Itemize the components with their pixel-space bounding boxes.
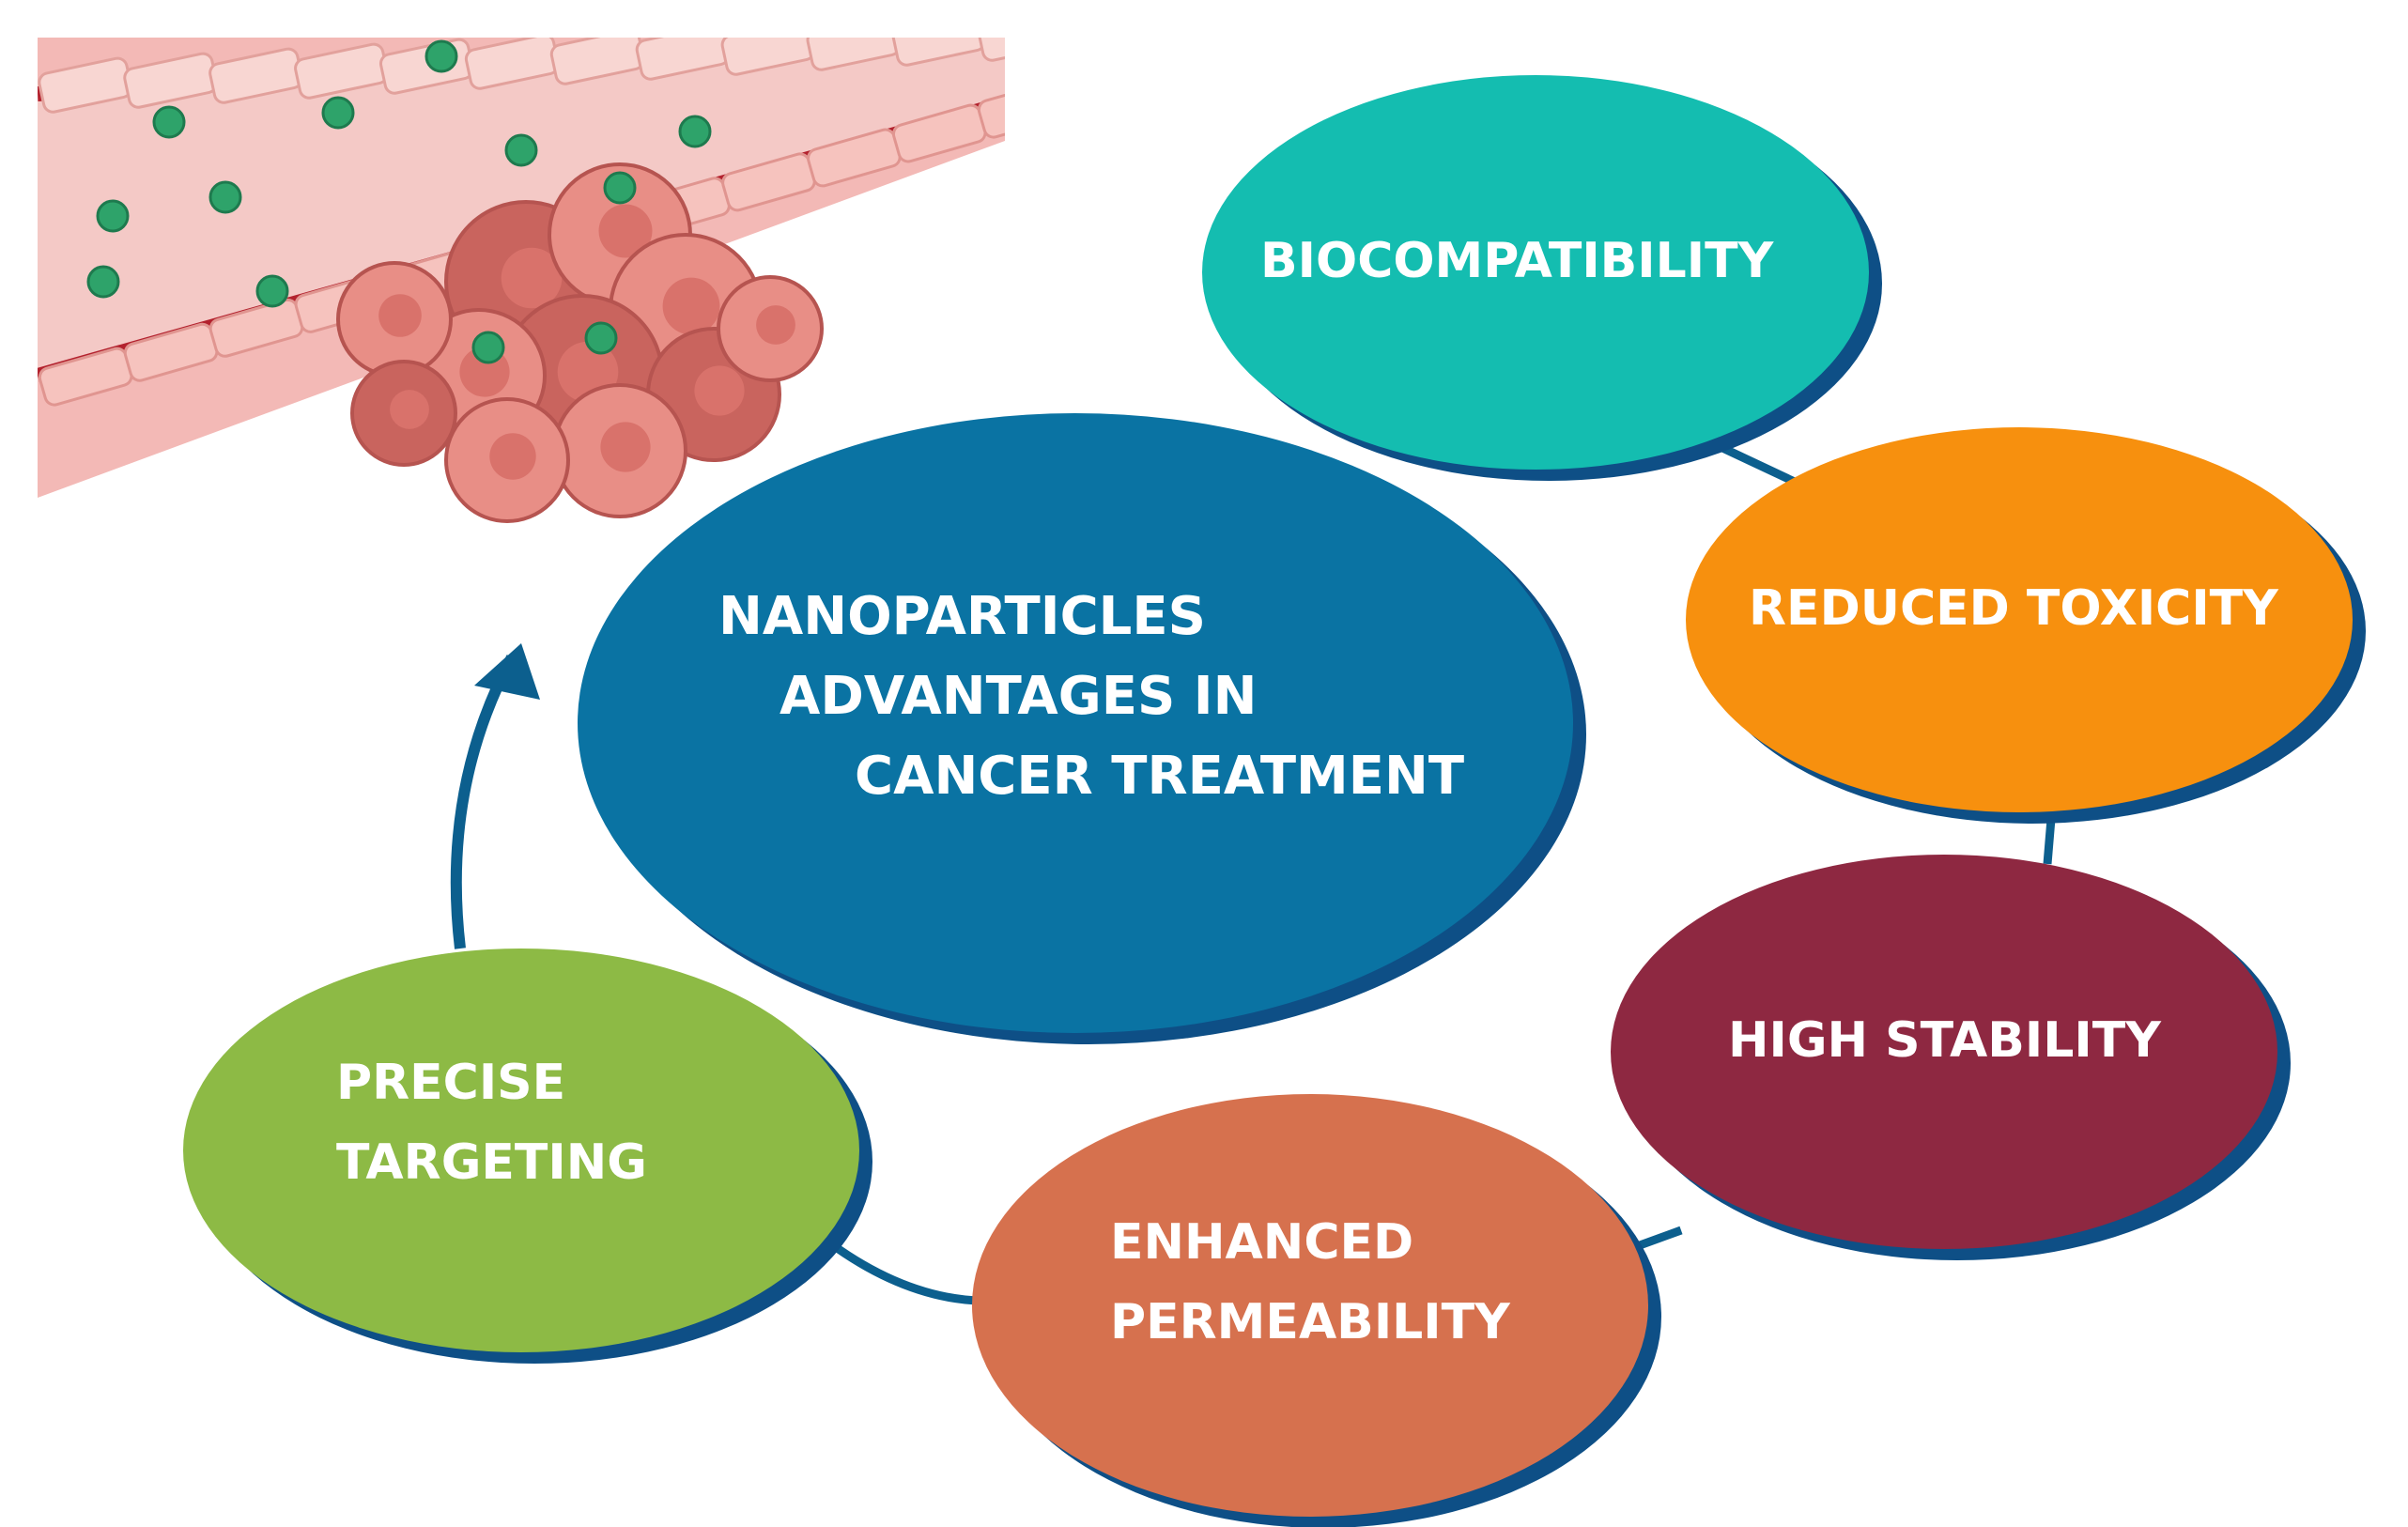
precise-targeting-label: PRECISE [336, 1055, 565, 1111]
nanoparticle [86, 265, 120, 299]
tumor-cell-nucleus [501, 247, 563, 309]
nanoparticle [471, 331, 505, 364]
connector-line [1717, 441, 1800, 488]
center-ellipse: NANOPARTICLES ADVANTAGES IN CANCER TREATME… [578, 413, 1586, 1044]
precise-targeting-ellipse [183, 949, 859, 1352]
nanoparticles [86, 39, 712, 364]
enhanced-permeability-label: PERMEABILITY [1110, 1294, 1511, 1350]
tumor-cell-nucleus [756, 305, 795, 345]
tumor-cell-nucleus [662, 277, 720, 335]
targeting-arrow [450, 643, 540, 949]
center-node: NANOPARTICLES ADVANTAGES IN CANCER TREATME… [578, 413, 1586, 1044]
center-label: ADVANTAGES IN [780, 666, 1258, 727]
tumor-cell-nucleus [378, 294, 422, 337]
precise-targeting-node: PRECISE TARGETING [183, 949, 872, 1364]
tissue-cell [977, 79, 1005, 139]
nanoparticle [584, 321, 618, 355]
nanoparticle [255, 274, 289, 308]
nanoparticle [321, 96, 355, 130]
endothelial-cell [806, 38, 902, 71]
high-stability-ellipse [1611, 855, 2277, 1249]
nanoparticle [603, 171, 637, 205]
advantage-nodes: BIOCOMPATIBILITY REDUCED TOXICITY HIGH STA… [183, 75, 2366, 1527]
nanoparticle [208, 180, 242, 214]
tumor-cells [336, 162, 824, 523]
reduced-toxicity-label: REDUCED TOXICITY [1749, 580, 2279, 637]
high-stability-node: HIGH STABILITY [1611, 855, 2291, 1260]
tumor-cell-nucleus [600, 422, 651, 472]
precise-targeting-label: TARGETING [336, 1134, 647, 1191]
tumor-cell-nucleus [489, 433, 536, 480]
enhanced-permeability-ellipse [972, 1094, 1648, 1517]
nanoparticle [678, 115, 712, 148]
nanoparticle [96, 199, 130, 233]
center-label: CANCER TREATMENT [855, 746, 1464, 807]
center-label: NANOPARTICLES [718, 586, 1206, 647]
tumor-cell-nucleus [390, 390, 429, 429]
center-ellipse [578, 413, 1573, 1033]
nanoparticle [424, 39, 458, 73]
tumor-cell-nucleus [694, 365, 745, 416]
biocompatibility-label: BIOCOMPATIBILITY [1260, 233, 1775, 289]
tumor-blood-vessel-illustration [38, 38, 1005, 523]
reduced-toxicity-ellipse [1686, 427, 2353, 812]
arrow-head-icon [474, 643, 540, 700]
biocompatibility-node: BIOCOMPATIBILITY [1202, 75, 1882, 481]
enhanced-permeability-node: ENHANCED PERMEABILITY [972, 1094, 1661, 1527]
tumor-cell-nucleus [598, 204, 653, 258]
enhanced-permeability-label: ENHANCED [1110, 1214, 1413, 1271]
arrow-shaft [450, 655, 517, 949]
nanoparticle [504, 133, 538, 167]
reduced-toxicity-node: REDUCED TOXICITY [1686, 427, 2366, 824]
endothelial-cell [891, 38, 987, 67]
biocompatibility-ellipse [1202, 75, 1869, 470]
nanoparticle [152, 105, 186, 139]
endothelial-cell [977, 38, 1005, 62]
high-stability-label: HIGH STABILITY [1728, 1012, 2162, 1069]
